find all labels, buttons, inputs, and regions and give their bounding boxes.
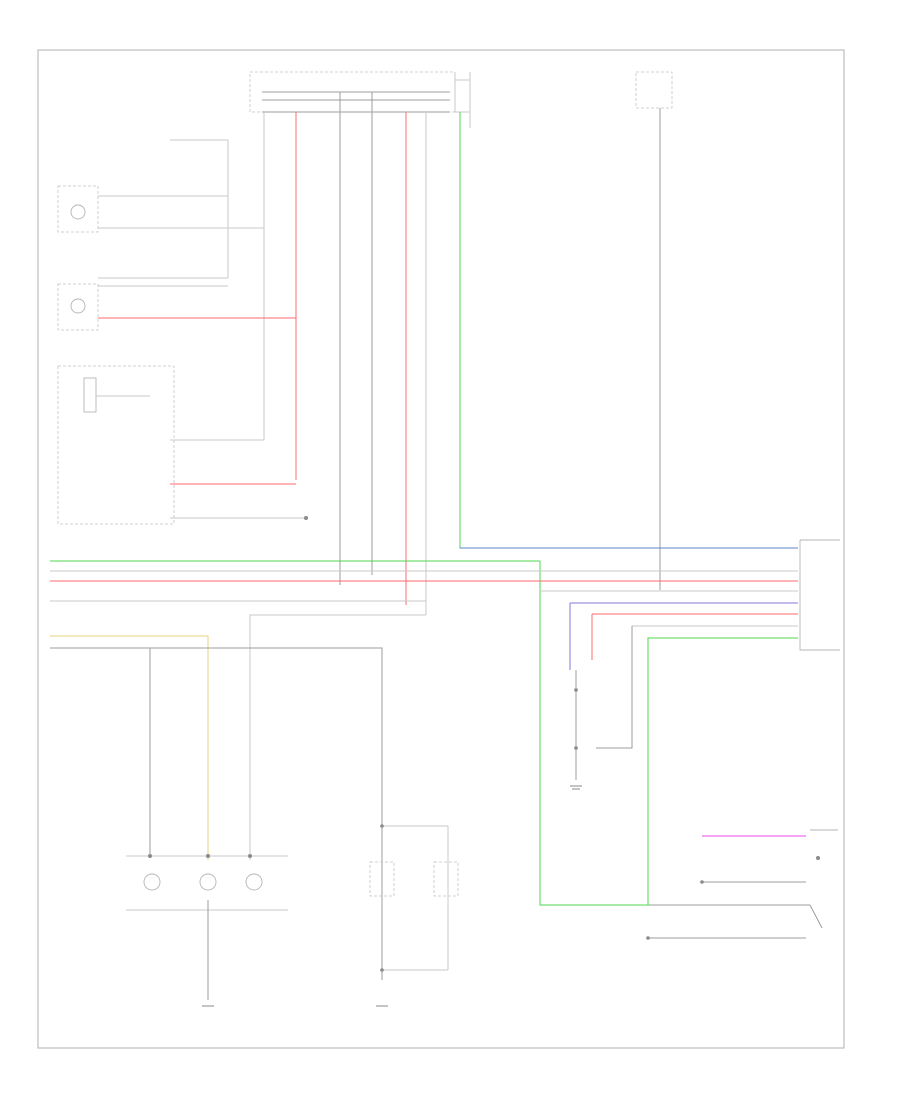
bus-green-drop — [539, 561, 650, 906]
bus-gray-left — [50, 647, 383, 980]
wire-drop-green — [459, 112, 798, 549]
rear-lamp-pair — [369, 824, 459, 1007]
right-rear-switch — [646, 829, 838, 940]
bus-yellow — [50, 635, 209, 860]
fuse-block — [249, 71, 456, 113]
top-right-switch — [635, 71, 673, 590]
diagram-frame — [37, 49, 845, 1049]
hazard-circuit — [570, 670, 582, 790]
gray-drop — [596, 626, 633, 749]
bcm — [799, 539, 840, 651]
bus-green-2 — [647, 637, 798, 905]
left-rear-combo-lamp — [126, 854, 288, 1007]
left-front-lamp — [57, 283, 296, 331]
instrument-cluster — [57, 365, 308, 525]
fuse-block-right-feed — [455, 72, 471, 128]
bus-to-rear — [249, 614, 426, 860]
right-front-lamp — [57, 140, 264, 279]
